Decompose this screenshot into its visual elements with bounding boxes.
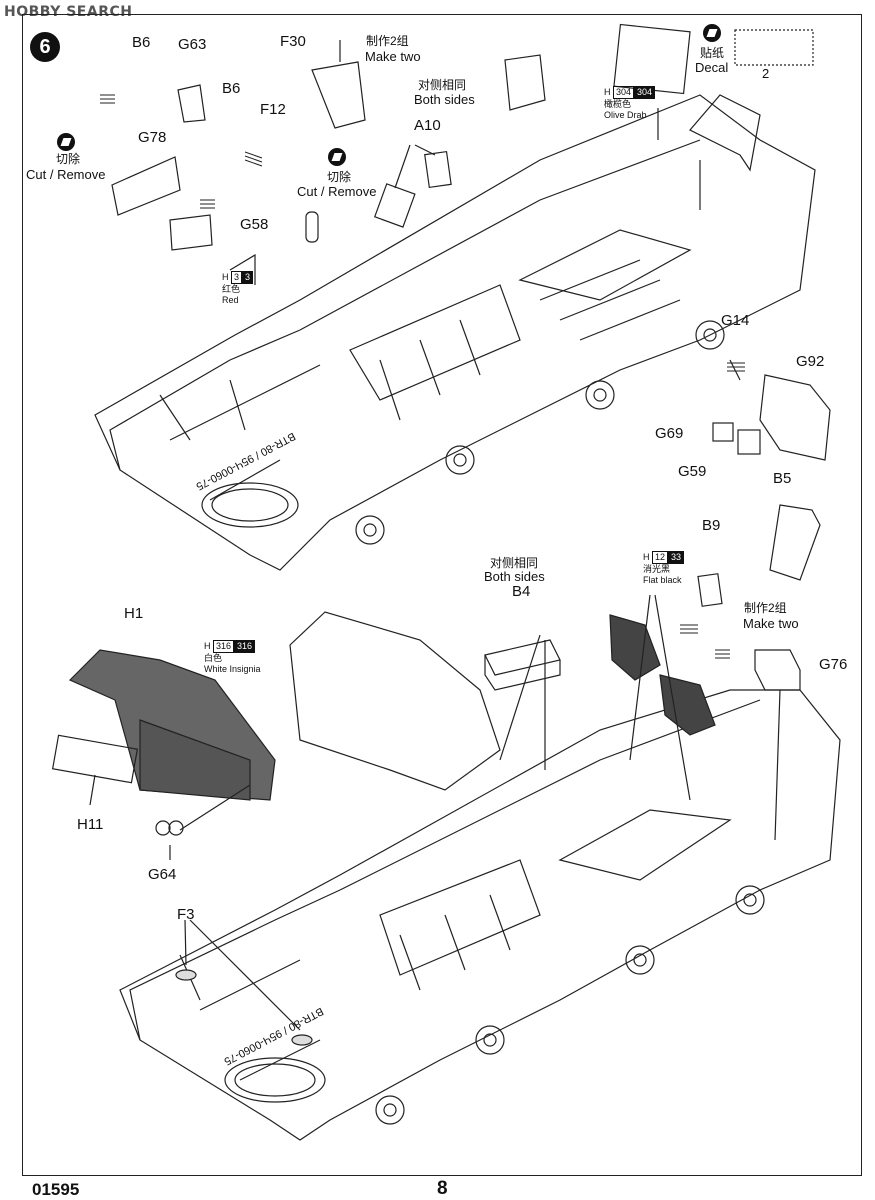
- part-label-b9: B9: [702, 517, 721, 534]
- part-label-g64: G64: [148, 866, 177, 883]
- both-sides-cn: 对侧相同: [490, 556, 539, 570]
- part-label-g59: G59: [678, 463, 707, 480]
- part-label-g92: G92: [796, 353, 825, 370]
- part-label-f3: F3: [177, 906, 195, 923]
- make-two-cn: 制作2组: [366, 34, 409, 48]
- page-number: 8: [437, 1178, 448, 1199]
- make-two-en: Make two: [365, 49, 421, 64]
- watermark: HOBBY SEARCH: [4, 4, 133, 20]
- part-label-b6: B6: [132, 34, 151, 51]
- decal-cn: 贴纸: [700, 46, 725, 60]
- cut-en: Cut / Remove: [26, 167, 106, 182]
- part-label-g14: G14: [721, 312, 750, 329]
- upper-hull-outline: [94, 94, 816, 571]
- part-label-g58: G58: [240, 216, 269, 233]
- part-label-a10: A10: [414, 117, 441, 134]
- cut-icon: [328, 148, 346, 166]
- decal-icon: [703, 24, 721, 42]
- make-two-cn: 制作2组: [744, 601, 787, 615]
- decal-en: Decal: [695, 60, 729, 75]
- part-label-h1: H1: [124, 605, 144, 622]
- part-label-h11: H11: [77, 816, 104, 833]
- cut-icon: [57, 133, 75, 151]
- page-frame: [22, 14, 862, 1176]
- both-sides-en: Both sides: [484, 569, 545, 584]
- make-two-en: Make two: [743, 616, 799, 631]
- part-label-f12: F12: [260, 101, 286, 118]
- both-sides-en: Both sides: [414, 92, 475, 107]
- cut-cn: 切除: [327, 170, 352, 184]
- part-label-g69: G69: [655, 425, 684, 442]
- cut-en: Cut / Remove: [297, 184, 377, 199]
- both-sides-cn: 对侧相同: [418, 78, 467, 92]
- step-number: 6: [30, 32, 60, 62]
- part-label-g78: G78: [138, 129, 167, 146]
- decal-number: 2: [762, 66, 770, 81]
- part-label-b6: B6: [222, 80, 241, 97]
- part-label-b5: B5: [773, 470, 792, 487]
- part-label-f30: F30: [280, 33, 306, 50]
- part-label-g76: G76: [819, 656, 848, 673]
- product-code: 01595: [32, 1180, 80, 1199]
- part-label-g63: G63: [178, 36, 207, 53]
- cut-cn: 切除: [56, 152, 81, 166]
- part-label-b4: B4: [512, 583, 531, 600]
